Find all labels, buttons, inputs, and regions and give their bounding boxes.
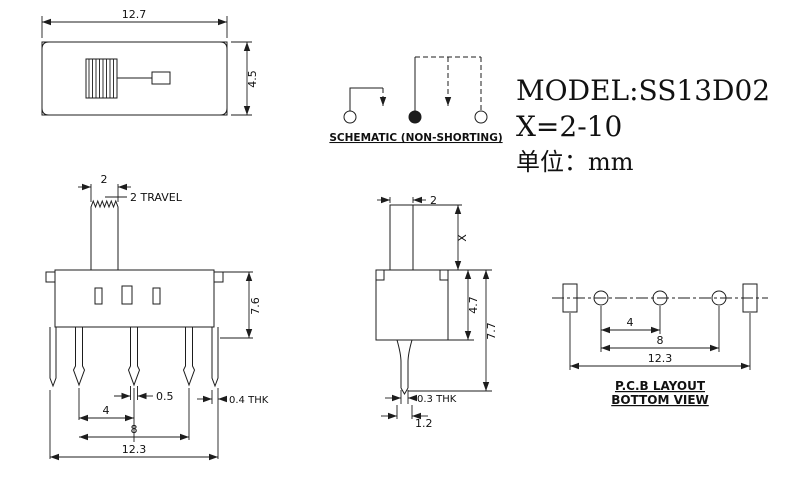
pcb-pitch-dim: 4 bbox=[627, 316, 634, 329]
body-slot bbox=[121, 285, 133, 305]
side-view: 2 X 4.7 7.7 0.3 THK 1.2 bbox=[375, 194, 498, 430]
corner-fillet-marks bbox=[41, 41, 228, 116]
switch-body-outline bbox=[54, 269, 215, 328]
end-tab-right bbox=[211, 327, 219, 388]
side-tab-right bbox=[439, 269, 449, 281]
front-knob-width-dim: 2 bbox=[101, 173, 108, 186]
mounting-ear-right bbox=[213, 271, 224, 283]
end-tab-left bbox=[49, 327, 57, 388]
side-pin-thickness-dim: 0.3 THK bbox=[417, 394, 457, 405]
side-body-outline bbox=[375, 269, 449, 341]
pcb-total-width-dim: 12.3 bbox=[648, 352, 673, 365]
side-solder-pin bbox=[396, 339, 413, 395]
extension-lines bbox=[41, 16, 252, 116]
x-range: X=2-10 bbox=[516, 110, 622, 143]
slider-knob-hatch bbox=[88, 59, 114, 98]
unit-label: 单位：mm bbox=[516, 148, 634, 176]
pcb-pad-square bbox=[742, 283, 758, 313]
bottom-view-label: BOTTOM VIEW bbox=[611, 393, 709, 407]
terminal-circle bbox=[474, 110, 488, 124]
pcb-span-dim: 8 bbox=[657, 334, 664, 347]
top-view-width-dim: 12.7 bbox=[122, 8, 147, 21]
body-slot bbox=[94, 287, 103, 305]
front-total-width-dim: 12.3 bbox=[122, 443, 147, 456]
solder-pin bbox=[182, 327, 196, 387]
front-travel-label: 2 TRAVEL bbox=[130, 191, 183, 204]
schematic-label: SCHEMATIC (NON-SHORTING) bbox=[329, 132, 502, 144]
pcb-layout-label: P.C.B LAYOUT bbox=[615, 379, 706, 393]
solder-pin bbox=[72, 327, 86, 387]
slider-knob-top bbox=[85, 58, 118, 99]
side-tab-left bbox=[375, 269, 385, 281]
side-stem-height-dim: X bbox=[456, 234, 469, 242]
title-block: MODEL:SS13D02 X=2-10 单位：mm bbox=[516, 74, 770, 176]
front-body-height-dim: 7.6 bbox=[249, 297, 262, 315]
side-total-height-dim: 7.7 bbox=[485, 322, 498, 340]
front-tab-thickness-dim: 0.4 THK bbox=[229, 395, 269, 406]
front-pin-pitch-dim: 4 bbox=[103, 404, 110, 417]
schematic-solid-wires bbox=[349, 57, 416, 111]
actuator-knob-serrated bbox=[90, 199, 119, 270]
solder-pin bbox=[127, 327, 141, 387]
side-knob-width-dim: 2 bbox=[430, 194, 437, 207]
body-slot bbox=[152, 287, 161, 305]
terminal-circle bbox=[343, 110, 357, 124]
top-view-body-outline bbox=[41, 41, 228, 116]
pcb-hole bbox=[711, 290, 727, 306]
side-pin-width-dim: 1.2 bbox=[415, 417, 433, 430]
pcb-pad-square bbox=[562, 283, 578, 313]
mounting-ear-left bbox=[45, 271, 56, 283]
pcb-layout-view: 4 8 12.3 P.C.B LAYOUT BOTTOM VIEW bbox=[552, 283, 768, 407]
slider-shaft-end bbox=[151, 71, 171, 85]
front-pin-span-dim: 8 bbox=[131, 423, 138, 436]
side-actuator-knob bbox=[389, 204, 414, 271]
model-number: MODEL:SS13D02 bbox=[516, 74, 770, 107]
pcb-hole bbox=[593, 290, 609, 306]
top-view-height-dim: 4.5 bbox=[246, 70, 259, 88]
pcb-hole bbox=[652, 290, 668, 306]
terminal-circle-filled bbox=[408, 110, 422, 124]
side-body-height-dim: 4.7 bbox=[467, 296, 480, 314]
front-view: 2 2 TRAVEL 7.6 0.5 4 8 12.3 0.4 THK bbox=[45, 173, 269, 461]
front-pin-width-dim: 0.5 bbox=[156, 390, 174, 403]
top-view: 12.7 4.5 bbox=[41, 8, 259, 116]
schematic-view: SCHEMATIC (NON-SHORTING) bbox=[329, 56, 503, 144]
